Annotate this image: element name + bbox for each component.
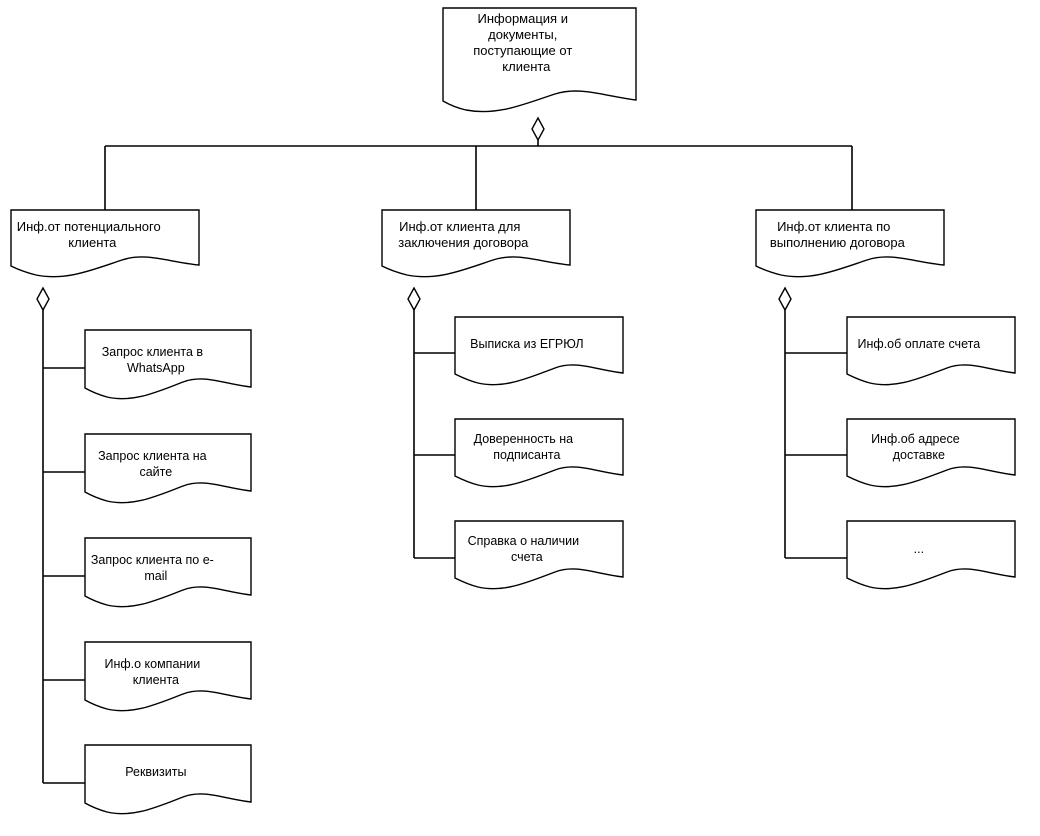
node-branch-3-line-0: Инф.от клиента по (777, 219, 890, 234)
leaf-acct-cert-line-0: Справка о наличии (468, 534, 580, 548)
leaf-site-line-1: сайте (139, 465, 172, 479)
connector-root-to-branches (104, 116, 853, 210)
node-leaf-ellipsis-label: ... (914, 542, 924, 556)
diamond-branch-3 (778, 286, 792, 312)
leaf-delivery-line-0: Инф.об адресе (871, 432, 960, 446)
node-leaf-company-info[interactable]: Инф.о компании клиента (0, 0, 252, 712)
leaf-requisites-line-0: Реквизиты (125, 765, 186, 779)
node-branch-1-label: Инф.от потенциального клиента (0, 0, 193, 250)
node-leaf-email[interactable]: Запрос клиента по e- mail (0, 0, 252, 608)
node-branch-2-line-1: заключения договора (398, 235, 529, 250)
node-branch-3-label: Инф.от клиента по выполнению договора (0, 0, 930, 250)
node-leaf-delivery-address-label: Инф.об адресе доставке (871, 432, 960, 462)
node-root-line-0: Информация и (478, 11, 568, 26)
node-branch-contract-execution[interactable]: Инф.от клиента по выполнению договора (0, 0, 945, 278)
leaf-egrul-line-0: Выписка из ЕГРЮЛ (470, 337, 583, 351)
node-branch-2-label: Инф.от клиента для заключения договора (0, 0, 554, 250)
node-leaf-egrul-label: Выписка из ЕГРЮЛ (0, 0, 608, 351)
leaf-site-line-0: Запрос клиента на (98, 449, 207, 463)
document-shape-branch-2 (381, 209, 571, 278)
node-branch-1-line-1: клиента (68, 235, 117, 250)
document-shape-leaf-requisites (84, 744, 252, 815)
leaf-poa-line-0: Доверенность на (474, 432, 574, 446)
document-shape-leaf-ellipsis (846, 520, 1016, 590)
leaf-poa-line-1: подписанта (493, 448, 560, 462)
node-leaf-payment-info[interactable]: Инф.об оплате счета (0, 0, 1016, 386)
leaf-whatsapp-line-0: Запрос клиента в (102, 345, 204, 359)
node-leaf-whatsapp[interactable]: Запрос клиента в WhatsApp (0, 0, 252, 400)
document-shape-leaf-site (84, 433, 252, 504)
document-shape-leaf-company-info (84, 641, 252, 712)
node-leaf-whatsapp-label: Запрос клиента в WhatsApp (0, 0, 234, 375)
node-root-label: Информация и документы, поступающие от к… (0, 0, 605, 74)
node-root-line-3: клиента (502, 59, 551, 74)
node-leaf-power-of-attorney[interactable]: Доверенность на подписанта (0, 0, 624, 488)
document-shape-branch-1 (10, 209, 200, 278)
node-leaf-account-certificate[interactable]: Справка о наличии счета (0, 0, 624, 590)
connector-branch-3-to-leaves (778, 286, 847, 559)
node-root-line-1: документы, (488, 27, 557, 42)
diamond-branch-1 (36, 286, 50, 312)
document-shape-root (442, 7, 637, 113)
diamond-branch-2 (407, 286, 421, 312)
node-root[interactable]: Информация и документы, поступающие от к… (0, 0, 637, 113)
leaf-delivery-line-1: доставке (893, 448, 945, 462)
connector-branch-1-to-leaves (36, 286, 85, 784)
node-leaf-ellipsis[interactable]: ... (0, 0, 1016, 590)
document-shape-leaf-account-certificate (454, 520, 624, 590)
node-leaf-power-of-attorney-label: Доверенность на подписанта (0, 0, 604, 462)
node-branch-3-line-1: выполнению договора (770, 235, 906, 250)
document-shape-branch-3 (755, 209, 945, 278)
node-leaf-account-certificate-label: Справка о наличии счета (0, 0, 610, 564)
node-leaf-payment-info-label: Инф.об оплате счета (0, 0, 1004, 351)
node-leaf-delivery-address[interactable]: Инф.об адресе доставке (0, 0, 1016, 488)
leaf-email-line-1: mail (144, 569, 167, 583)
document-shape-leaf-email (84, 537, 252, 608)
node-leaf-site[interactable]: Запрос клиента на сайте (0, 0, 252, 504)
node-branch-potential-client[interactable]: Инф.от потенциального клиента (0, 0, 200, 278)
leaf-company-info-line-0: Инф.о компании (104, 657, 200, 671)
node-leaf-site-label: Запрос клиента на сайте (0, 0, 238, 479)
leaf-ellipsis-line-0: ... (914, 542, 924, 556)
diamond-root (531, 116, 545, 142)
node-leaf-company-info-label: Инф.о компании клиента (0, 0, 232, 687)
node-branch-contract-conclusion[interactable]: Инф.от клиента для заключения договора (0, 0, 571, 278)
leaf-payment-line-0: Инф.об оплате счета (858, 337, 981, 351)
leaf-company-info-line-1: клиента (133, 673, 179, 687)
document-shape-leaf-egrul (454, 316, 624, 386)
node-leaf-egrul[interactable]: Выписка из ЕГРЮЛ (0, 0, 624, 386)
node-leaf-email-label: Запрос клиента по e- mail (0, 0, 245, 583)
node-leaf-requisites-label: Реквизиты (0, 0, 211, 779)
leaf-acct-cert-line-1: счета (511, 550, 543, 564)
connector-branch-2-to-leaves (407, 286, 455, 559)
document-shape-leaf-whatsapp (84, 329, 252, 400)
document-shape-leaf-payment-info (846, 316, 1016, 386)
document-shape-leaf-delivery-address (846, 418, 1016, 488)
leaf-email-line-0: Запрос клиента по e- (91, 553, 214, 567)
node-branch-2-line-0: Инф.от клиента для (399, 219, 520, 234)
node-leaf-requisites[interactable]: Реквизиты (0, 0, 252, 815)
node-root-line-2: поступающие от (473, 43, 572, 58)
leaf-whatsapp-line-1: WhatsApp (127, 361, 185, 375)
node-branch-1-line-0: Инф.от потенциального (17, 219, 161, 234)
document-shape-leaf-power-of-attorney (454, 418, 624, 488)
